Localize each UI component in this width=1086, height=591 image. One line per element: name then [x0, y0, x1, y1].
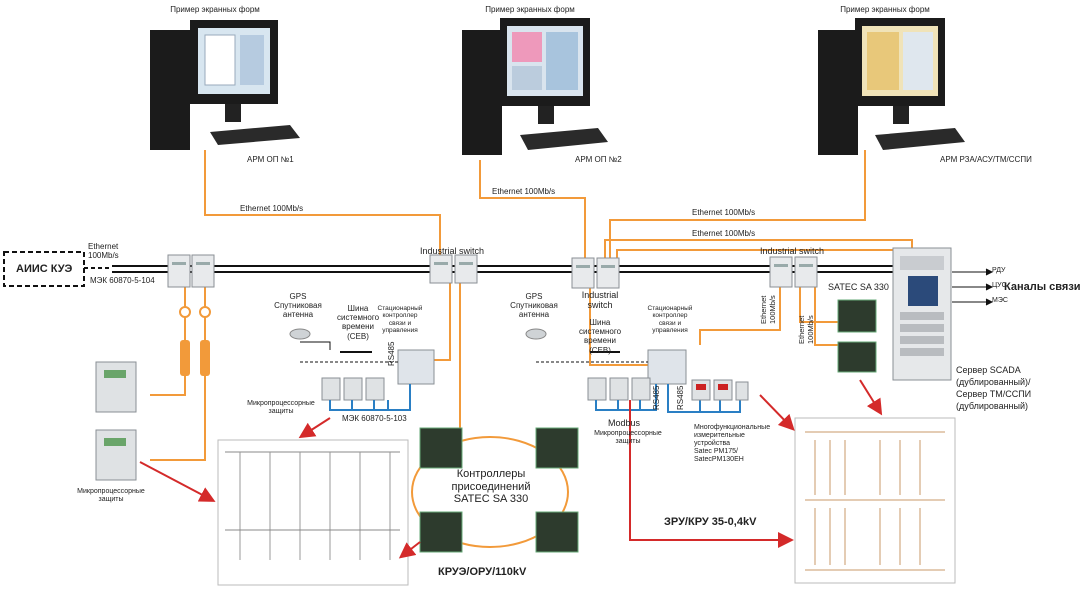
ethernet-label-left: Ethernet 100Mb/s	[240, 204, 304, 213]
workstation-2	[462, 18, 608, 155]
aiis-box-label: АИИС КУЭ	[16, 263, 73, 275]
rs485-label-left: RS485	[387, 341, 396, 366]
aiis-ethernet-label: Ethernet 100Mb/s	[88, 242, 119, 261]
controllers-ring-label: Контроллеры присоединений SATEC SA 330	[451, 468, 531, 506]
channel-mes: МЭС	[992, 297, 1008, 304]
label-ws1: АРМ ОП №1	[247, 155, 294, 164]
channel-cus: ЦУС	[992, 282, 1007, 289]
red-arrows	[139, 379, 883, 559]
workstation-1	[150, 20, 300, 150]
caption-ws2: Пример экранных форм	[485, 5, 575, 14]
zru-label: ЗРУ/КРУ 35-0,4kV	[664, 516, 757, 528]
meters-label: Многофункциональные измерительные устрой…	[694, 424, 771, 464]
ethernet-label-right: Ethernet 100Mb/s	[692, 208, 756, 217]
schematic-left	[217, 439, 409, 586]
modbus-label: Modbus	[608, 418, 641, 428]
rs485-label-center-a: RS485	[652, 385, 661, 410]
gps-label-left: GPS Спутниковая антенна	[274, 292, 322, 320]
rs485-label-center-b: RS485	[676, 385, 685, 410]
time-bus-label-left: Шина системного времени (СЕВ)	[336, 304, 380, 341]
vertical-ethernet-1: Ethernet 100Mb/s	[759, 295, 777, 324]
ethernet-label-right-2: Ethernet 100Mb/s	[692, 229, 756, 238]
channel-rdu: РДУ	[992, 267, 1006, 274]
surge-protectors	[179, 306, 211, 376]
gps-label-center: GPS Спутниковая антенна	[510, 292, 558, 320]
aiis-protocol-label: МЭК 60870-5-104	[90, 276, 155, 285]
label-ws2: АРМ ОП №2	[575, 155, 622, 164]
aiis-box	[3, 251, 85, 287]
channel-arrows	[952, 268, 994, 306]
protection-label-center: Микропроцессорные защиты	[594, 430, 662, 446]
switch-label-center: Industrial switch	[581, 290, 619, 311]
satec-top-label: SATEC SA 330	[828, 282, 889, 292]
protocol-label-left: МЭК 60870-5-103	[342, 414, 407, 423]
kru-label: КРУЭ/ОРУ/110kV	[438, 566, 527, 578]
time-bus-label-center: Шина системного времени (СЕВ)	[578, 318, 622, 355]
controllers-ring	[411, 436, 569, 548]
caption-ws1: Пример экранных форм	[170, 5, 260, 14]
workstation-3	[818, 18, 965, 155]
server-label: Сервер SCADA (дублированный)/ Сервер ТМ/…	[956, 365, 1032, 412]
relay-devices-left	[95, 361, 137, 481]
protection-label-left: Микропроцессорные защиты	[247, 400, 315, 416]
controller-label-center: Стационарный контроллер связи и управлен…	[647, 305, 693, 335]
schematic-right	[794, 417, 956, 584]
label-ws3: АРМ РЗА/АСУ/ТМ/ССПИ	[940, 155, 1032, 164]
controller-modules	[419, 427, 579, 553]
left-controller-group	[289, 328, 435, 411]
vertical-ethernet-2: Ethernet 100Mb/s	[797, 315, 815, 344]
satec-top-modules	[837, 299, 877, 373]
switch-label-left: Industrial switch	[420, 246, 485, 256]
switch-label-right: Industrial switch	[760, 246, 825, 256]
center-controller-group	[525, 328, 749, 413]
ethernet-label-center: Ethernet 100Mb/s	[492, 187, 556, 196]
relay-label-left: Микропроцессорные защиты	[77, 488, 145, 504]
controller-label-left: Стационарный контроллер связи и управлен…	[377, 305, 423, 335]
server-rack	[892, 247, 952, 381]
caption-ws3: Пример экранных форм	[840, 5, 930, 14]
channels-title: Каналы связи	[1004, 281, 1081, 293]
